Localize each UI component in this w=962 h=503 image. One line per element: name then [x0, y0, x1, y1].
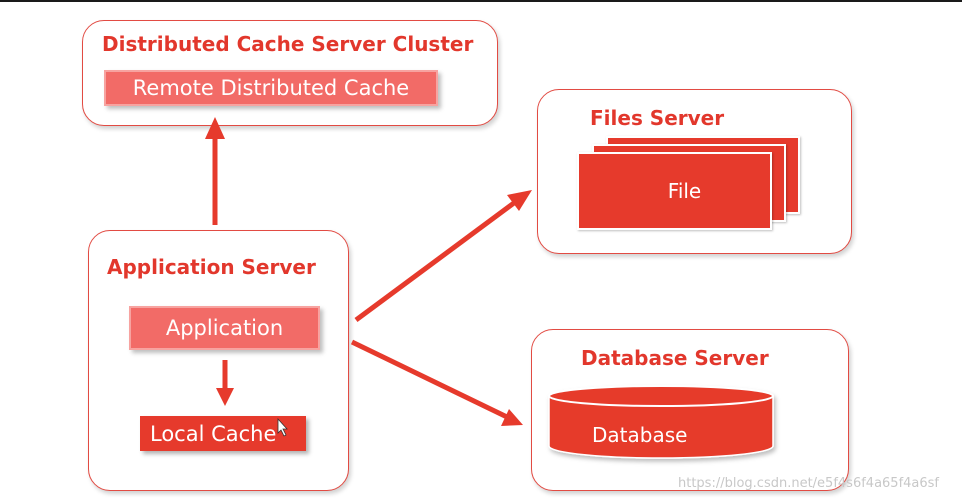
file-sheet-front [577, 152, 772, 230]
files-server-title: Files Server [590, 106, 725, 130]
database-server-title: Database Server [581, 346, 769, 370]
cache-cluster-title: Distributed Cache Server Cluster [102, 32, 474, 56]
application-server-title: Application Server [107, 255, 316, 279]
watermark-text: https://blog.csdn.net/e5f4s6f4a65f4a6sf [678, 476, 940, 491]
arrow-to-local-cache [216, 360, 234, 406]
remote-distributed-cache-box[interactable]: Remote Distributed Cache [104, 70, 438, 106]
database-cylinder[interactable] [548, 385, 774, 459]
application-box[interactable]: Application [129, 306, 320, 350]
local-cache-box[interactable]: Local Cache [140, 416, 306, 451]
top-border-line [0, 0, 962, 2]
arrow-to-remote-cache [205, 117, 225, 225]
arrow-to-database-server [350, 339, 523, 426]
file-label: File [667, 179, 702, 203]
arrow-to-files-server [354, 190, 532, 323]
database-label: Database [592, 423, 688, 447]
mouse-cursor-icon [277, 417, 288, 437]
